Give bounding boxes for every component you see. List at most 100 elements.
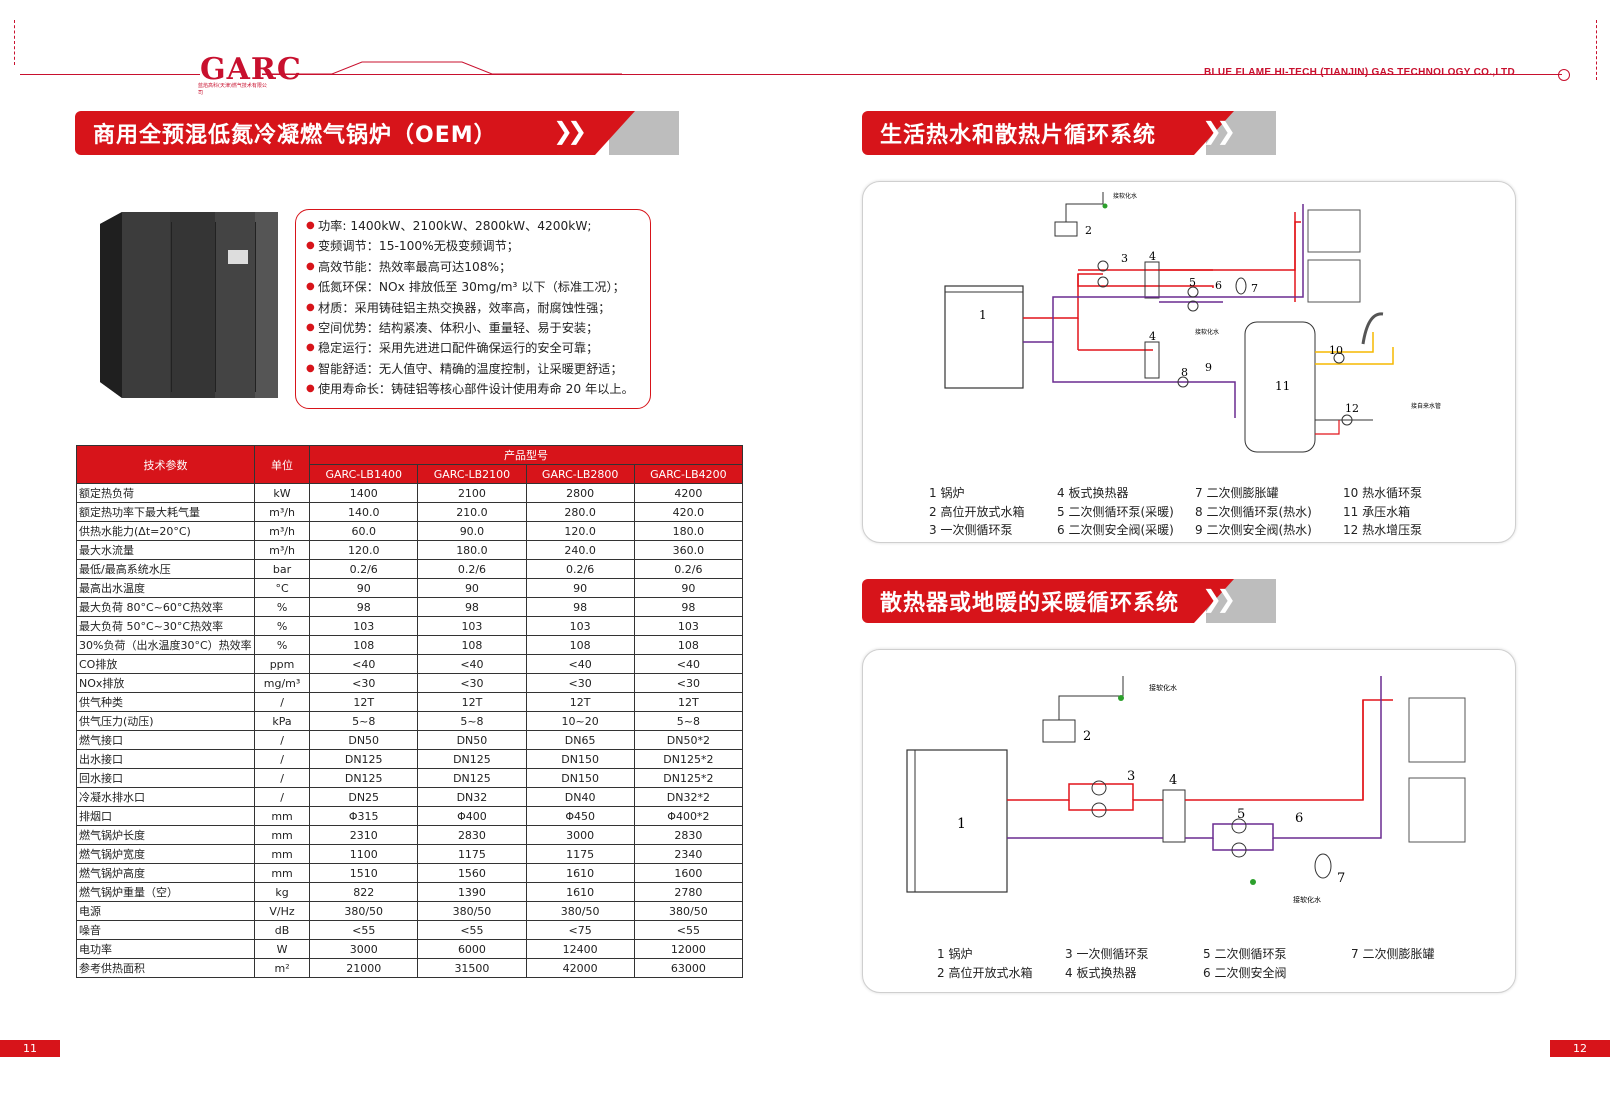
diagram-panel-hot-water: 1 4 4 3 2 接软化水 5 6 7 [862, 181, 1516, 543]
feature-item: 高效节能：热效率最高可达108%； [306, 257, 650, 278]
value-cell: <40 [417, 654, 527, 674]
value-cell: DN40 [525, 787, 635, 807]
section-title-hot-water: 生活热水和散热片循环系统 ❯❯ [862, 111, 1276, 155]
hot-water-system-diagram: 1 4 4 3 2 接软化水 5 6 7 [944, 192, 1441, 453]
open-water-tank-symbol [1042, 719, 1076, 743]
legend-item: 5 二次侧循环泵(采暖) [1057, 504, 1174, 519]
legend-item: 3 一次侧循环泵 [929, 523, 1013, 537]
value-cell: 380/50 [525, 901, 635, 921]
value-cell: 108 [633, 635, 744, 655]
param-name-cell: 噪音 [76, 920, 255, 940]
company-name: BLUE FLAME HI-TECH (TIANJIN) GAS TECHNOL… [1203, 67, 1515, 78]
value-cell: 108 [417, 635, 527, 655]
label-4b: 4 [1149, 330, 1156, 343]
value-cell: DN65 [525, 730, 635, 750]
value-cell: <40 [525, 654, 635, 674]
unit-cell: / [253, 730, 311, 750]
boiler-product-image [100, 212, 278, 398]
param-name-cell: 燃气锅炉宽度 [76, 844, 255, 864]
legend-item: 3 一次侧循环泵 [1065, 947, 1149, 961]
value-cell: 90 [309, 578, 419, 598]
double-chevron-icon: ❯❯ [553, 117, 587, 145]
value-cell: DN25 [309, 787, 419, 807]
unit-cell: % [253, 616, 311, 636]
legend-col-1: 1 锅炉 2 高位开放式水箱 [937, 945, 1032, 982]
value-cell: 60.0 [309, 521, 419, 541]
heat-exchanger-symbol [1162, 789, 1186, 843]
param-name-cell: 最大负荷 80°C~60°C热效率 [76, 597, 255, 617]
label-12: 12 [1345, 402, 1359, 415]
label-11: 11 [1275, 379, 1290, 393]
unit-cell: m³/h [253, 502, 311, 522]
feature-item: 低氮环保：NOx 排放低至 30mg/m³ 以下（标准工况）； [306, 277, 650, 298]
param-name-cell: 供热水能力(Δt=20°C) [76, 521, 255, 541]
legend-col-2: 3 一次侧循环泵 4 板式换热器 [1065, 945, 1148, 982]
label-4a: 4 [1149, 250, 1156, 263]
value-cell: <40 [309, 654, 419, 674]
value-cell: <30 [633, 673, 744, 693]
value-cell: 1100 [309, 844, 419, 864]
value-cell: 280.0 [525, 502, 635, 522]
value-cell: 2830 [417, 825, 527, 845]
header-target-icon [1558, 69, 1570, 81]
legend-item: 2 高位开放式水箱 [929, 504, 1025, 519]
unit-cell: dB [253, 920, 311, 940]
value-cell: 2340 [633, 844, 744, 864]
label-soft-water: 接软化水 [1149, 683, 1177, 692]
th-model-3: GARC-LB2800 [525, 464, 635, 484]
value-cell: 63000 [633, 958, 744, 978]
value-cell: <40 [633, 654, 744, 674]
pressure-tank-symbol [1244, 321, 1316, 453]
radiator-symbol [1307, 259, 1361, 303]
value-cell: 90 [525, 578, 635, 598]
value-cell: 108 [525, 635, 635, 655]
section-title-text: 散热器或地暖的采暖循环系统 [880, 591, 1180, 616]
header-wave [262, 61, 622, 75]
label-3: 3 [1127, 769, 1135, 784]
label-1: 1 [979, 308, 987, 322]
legend-item: 2 高位开放式水箱 [937, 965, 1033, 980]
param-name-cell: 最大水流量 [76, 540, 255, 560]
value-cell: 1610 [525, 882, 635, 902]
feature-item: 智能舒适：无人值守、精确的温度控制，让采暖更舒适； [306, 359, 650, 380]
feature-item: 功率: 1400kW、2100kW、2800kW、4200kW; [306, 216, 650, 237]
param-name-cell: CO排放 [76, 654, 255, 674]
feature-item: 材质：采用铸硅铝主热交换器，效率高，耐腐蚀性强； [306, 298, 650, 319]
legend-item: 8 二次侧循环泵(热水) [1195, 504, 1312, 519]
param-name-cell: 燃气锅炉长度 [76, 825, 255, 845]
value-cell: <55 [633, 920, 744, 940]
value-cell: 380/50 [417, 901, 527, 921]
page-number-right: 12 [1550, 1040, 1610, 1057]
legend-item: 4 板式换热器 [1065, 965, 1137, 980]
value-cell: 1610 [525, 863, 635, 883]
param-name-cell: 回水接口 [76, 768, 255, 788]
legend-col-1: 1 锅炉 2 高位开放式水箱 3 一次侧循环泵 [929, 484, 1024, 540]
unit-cell: °C [253, 578, 311, 598]
value-cell: 5~8 [309, 711, 419, 731]
value-cell: 6000 [417, 939, 527, 959]
value-cell: 2310 [309, 825, 419, 845]
value-cell: 180.0 [633, 521, 744, 541]
legend-item: 11 承压水箱 [1343, 504, 1411, 519]
label-5: 5 [1237, 807, 1245, 822]
label-8: 8 [1181, 366, 1188, 379]
value-cell: 5~8 [417, 711, 527, 731]
feature-item: 变频调节：15-100%无极变频调节； [306, 236, 650, 257]
th-model-4: GARC-LB4200 [633, 464, 744, 484]
legend-item: 7 二次侧膨胀罐 [1351, 947, 1435, 961]
value-cell: 12T [525, 692, 635, 712]
value-cell: 90 [633, 578, 744, 598]
param-name-cell: 燃气接口 [76, 730, 255, 750]
value-cell: 2830 [633, 825, 744, 845]
radiator-symbol [1408, 697, 1466, 763]
